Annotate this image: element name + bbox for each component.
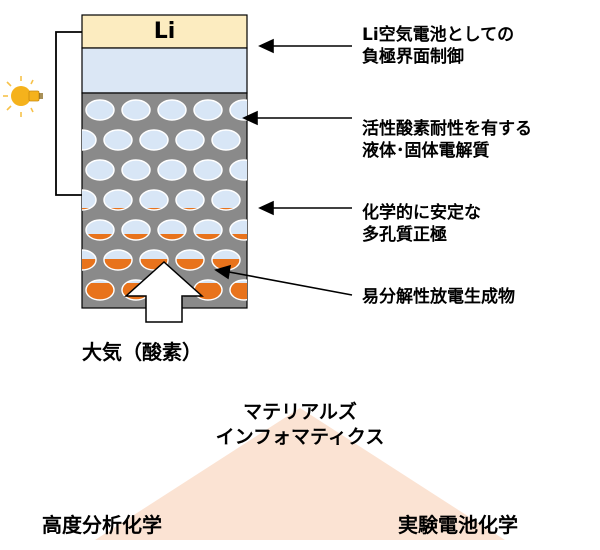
discharge-product <box>230 283 247 300</box>
arrow-interface <box>258 38 352 54</box>
cathode-pore <box>193 279 223 301</box>
materials-informatics-line1: マテリアルズ <box>243 401 357 423</box>
cathode-pore <box>85 219 115 241</box>
product-label: 易分解性放電生成物 <box>362 287 515 307</box>
analytical-chemistry-label: 高度分析化学 <box>42 513 162 537</box>
cathode-pore <box>121 159 151 181</box>
cathode-pore <box>229 279 247 301</box>
cathode-pore <box>193 159 223 181</box>
arrow-electrolyte <box>242 110 352 126</box>
battery-chemistry-label: 実験電池化学 <box>398 513 518 537</box>
atmosphere-label: 大気（酸素） <box>82 340 202 364</box>
cathode-pore <box>211 129 241 151</box>
cathode-pore <box>103 189 133 211</box>
cathode-pore <box>82 129 97 151</box>
cathode-pore <box>229 99 247 121</box>
cathode-pores <box>82 99 247 301</box>
cathode-pore <box>175 189 205 211</box>
cathode-line1: 化学的に安定な <box>362 203 481 223</box>
cathode-pore <box>139 189 169 211</box>
cathode-pore <box>229 219 247 241</box>
interface-control-line1: Li空気電池としての <box>362 25 515 45</box>
cathode-pore <box>82 189 97 211</box>
cathode-pore <box>157 159 187 181</box>
research-triangle <box>95 408 505 540</box>
external-circuit <box>55 31 82 196</box>
electrolyte-line2: 液体･固体電解質 <box>362 141 490 162</box>
discharge-product <box>104 208 132 210</box>
arrow-cathode <box>258 200 352 216</box>
cathode-pore <box>82 249 97 271</box>
arrow-product <box>214 264 353 296</box>
interface-control-label: Li空気電池としての 負極界面制御 <box>362 24 514 68</box>
cathode-pore <box>229 159 247 181</box>
interface-control-line2: 負極界面制御 <box>362 47 464 68</box>
discharge-product <box>176 208 204 210</box>
cathode-pore <box>103 249 133 271</box>
discharge-product <box>140 208 168 210</box>
discharge-product <box>212 208 240 210</box>
cathode-pore <box>157 219 187 241</box>
discharge-product <box>158 234 186 240</box>
discharge-product <box>122 234 150 240</box>
cathode-pore <box>85 279 115 301</box>
cathode-pore <box>193 99 223 121</box>
discharge-product <box>212 259 240 270</box>
light-bulb-icon <box>3 76 43 117</box>
discharge-product <box>176 259 204 270</box>
materials-informatics-line2: インフォマティクス <box>215 425 385 448</box>
electrolyte-line1: 活性酸素耐性を有する <box>362 119 532 139</box>
cathode-pore <box>85 159 115 181</box>
cathode-pore <box>157 99 187 121</box>
discharge-product <box>230 234 247 240</box>
cathode-pore <box>139 129 169 151</box>
discharge-product <box>86 283 114 300</box>
electrolyte-label: 活性酸素耐性を有する 液体･固体電解質 <box>362 118 532 162</box>
discharge-product <box>82 259 96 270</box>
cathode-line2: 多孔質正極 <box>362 225 447 246</box>
cathode-pore <box>175 249 205 271</box>
up-arrow-icon <box>124 260 204 323</box>
electrolyte-layer <box>81 47 248 94</box>
materials-informatics-label: マテリアルズ インフォマティクス <box>150 400 450 449</box>
discharge-product <box>140 259 168 270</box>
cathode-pore <box>175 129 205 151</box>
cathode-pore <box>85 99 115 121</box>
li-electrode-label: Li <box>153 19 176 44</box>
cathode-pore <box>211 189 241 211</box>
cathode-pore <box>103 129 133 151</box>
cathode-pore <box>193 219 223 241</box>
discharge-product <box>194 234 222 240</box>
cathode-pore <box>121 99 151 121</box>
cathode-label: 化学的に安定な 多孔質正極 <box>362 202 481 246</box>
cathode-pore <box>121 219 151 241</box>
discharge-product <box>104 259 132 270</box>
discharge-product <box>86 234 114 240</box>
